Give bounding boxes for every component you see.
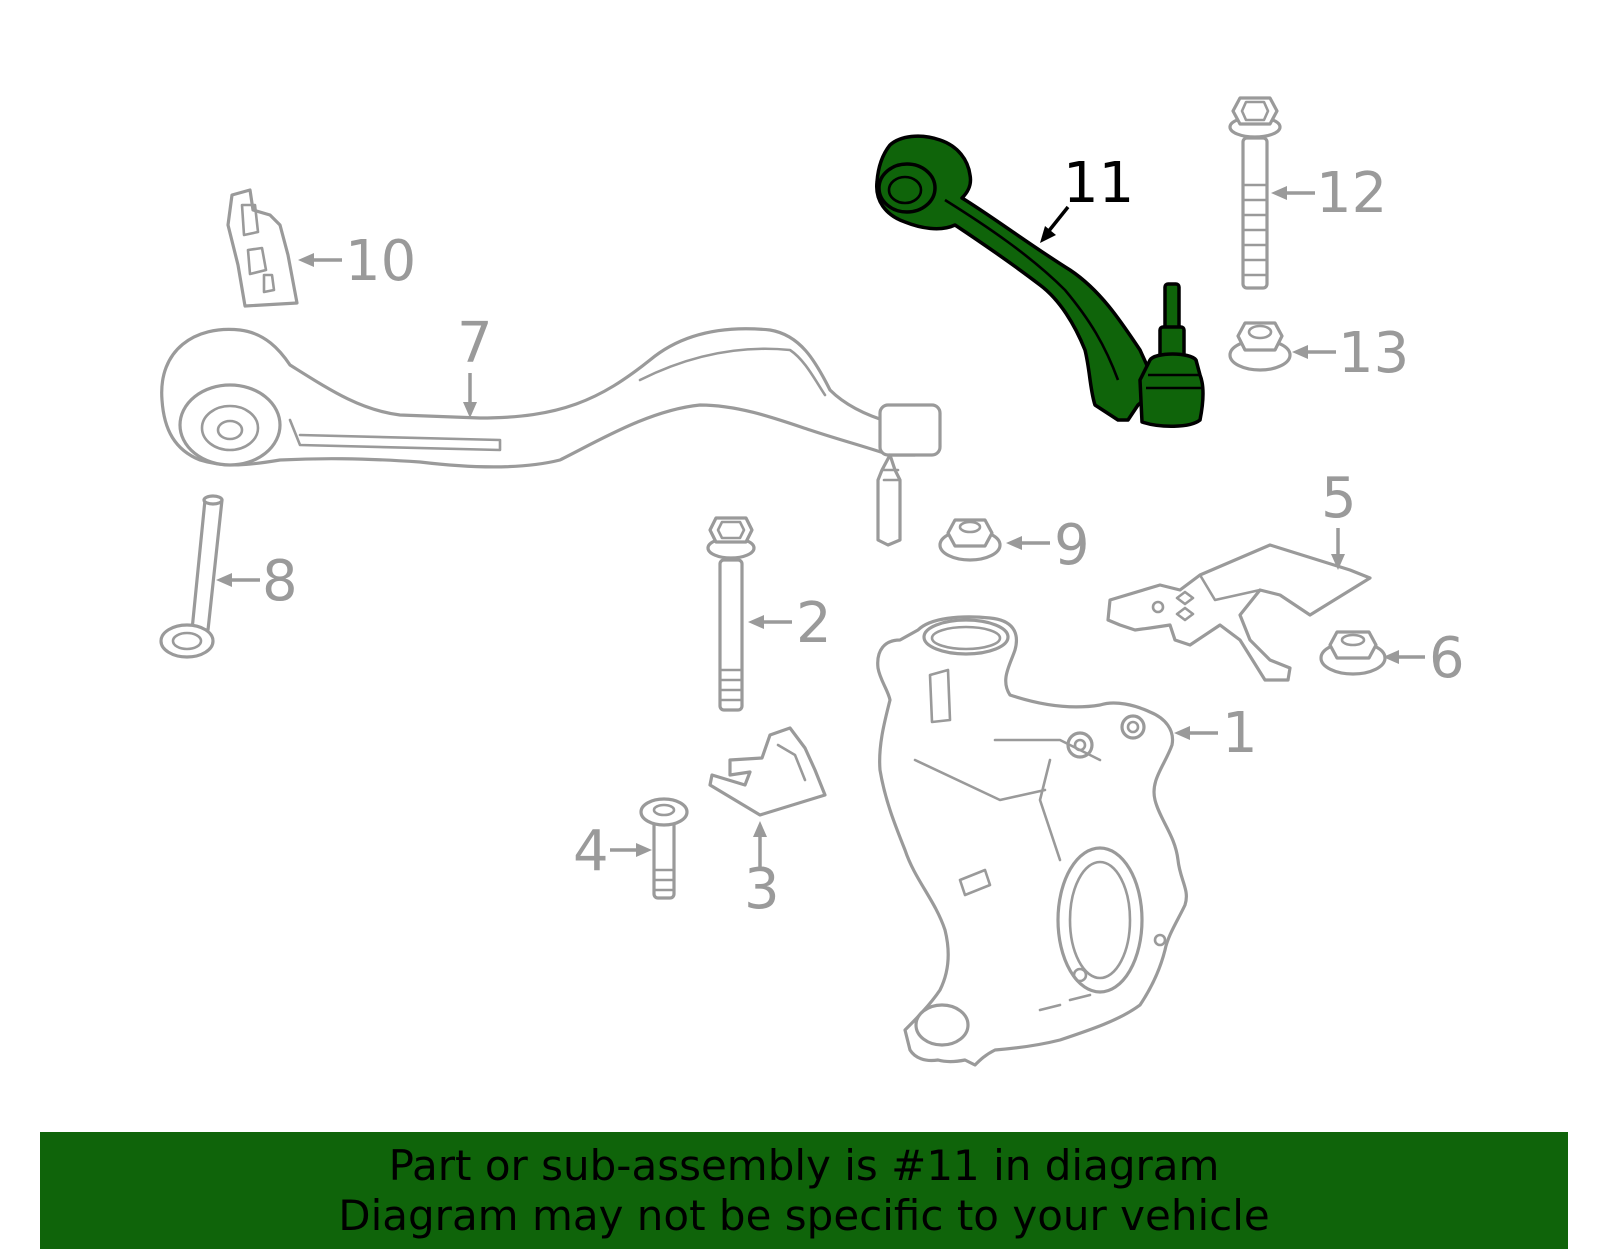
arrow-7 xyxy=(463,373,477,418)
part-1-steering-knuckle[interactable] xyxy=(876,615,1188,1067)
arrow-3 xyxy=(753,821,767,870)
arrow-9 xyxy=(1006,536,1050,550)
callout-10[interactable]: 10 xyxy=(345,229,416,294)
callout-12[interactable]: 12 xyxy=(1316,161,1387,226)
callout-labels: 1 2 3 4 5 6 7 8 9 10 11 12 13 xyxy=(262,151,1465,922)
callout-4[interactable]: 4 xyxy=(573,819,609,884)
callout-6[interactable]: 6 xyxy=(1429,626,1465,691)
part-8-bolt[interactable] xyxy=(159,494,224,659)
arrow-5 xyxy=(1331,528,1345,570)
callout-11[interactable]: 11 xyxy=(1063,151,1134,216)
arrow-4 xyxy=(610,843,652,857)
arrow-1 xyxy=(1174,726,1218,740)
arrow-12 xyxy=(1271,186,1315,200)
part-11-control-arm[interactable] xyxy=(875,134,1205,428)
part-3-shield[interactable] xyxy=(708,726,827,817)
part-7-control-arm[interactable] xyxy=(160,327,942,547)
part-12-bolt[interactable] xyxy=(1228,96,1282,290)
part-6-nut[interactable] xyxy=(1319,630,1387,676)
part-9-nut[interactable] xyxy=(938,518,1002,562)
part-2-bolt[interactable] xyxy=(706,516,756,712)
arrow-10 xyxy=(298,253,342,267)
callout-7[interactable]: 7 xyxy=(457,311,493,376)
arrow-8 xyxy=(216,573,260,587)
arrow-13 xyxy=(1292,345,1336,359)
leader-arrows xyxy=(216,186,1425,870)
part-5-bracket[interactable] xyxy=(1106,543,1372,682)
arrow-11[interactable] xyxy=(1040,205,1070,243)
callout-13[interactable]: 13 xyxy=(1338,321,1409,386)
arrow-6 xyxy=(1383,650,1425,664)
info-banner: Part or sub-assembly is #11 in diagram D… xyxy=(40,1132,1568,1249)
callout-5[interactable]: 5 xyxy=(1321,466,1357,531)
part-10-bracket[interactable] xyxy=(226,188,299,308)
banner-line-1: Part or sub-assembly is #11 in diagram xyxy=(388,1141,1220,1190)
callout-8[interactable]: 8 xyxy=(262,549,298,614)
callout-3[interactable]: 3 xyxy=(744,857,780,922)
callout-2[interactable]: 2 xyxy=(796,591,832,656)
callout-9[interactable]: 9 xyxy=(1054,513,1090,578)
part-13-nut[interactable] xyxy=(1228,321,1292,372)
part-4-screw[interactable] xyxy=(639,797,689,900)
arrow-2 xyxy=(748,615,792,629)
banner-line-2: Diagram may not be specific to your vehi… xyxy=(338,1191,1270,1240)
callout-1[interactable]: 1 xyxy=(1222,701,1258,766)
